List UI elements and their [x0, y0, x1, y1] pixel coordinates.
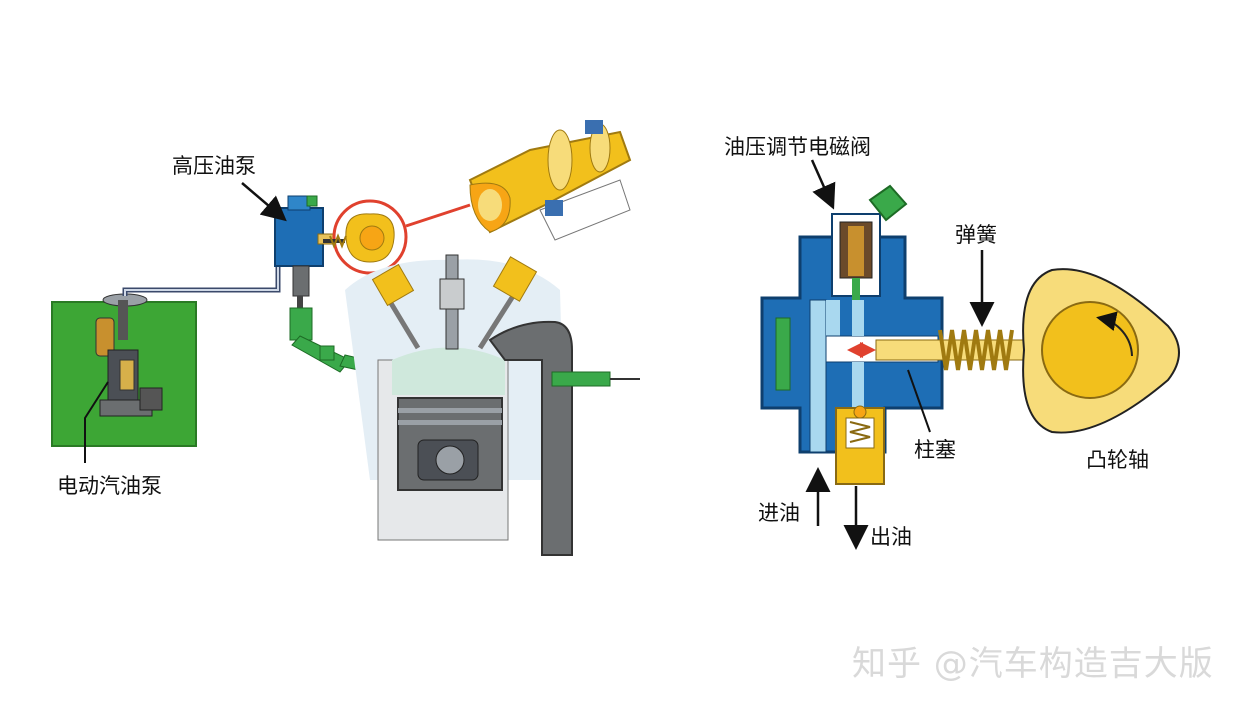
solenoid-pointer-arrow [810, 159, 836, 210]
electric-fuel-pump-graphic [95, 293, 163, 417]
camshaft-graphic-left [468, 120, 632, 241]
label-camshaft: 凸轮轴 [1086, 448, 1149, 472]
high-pressure-pump-graphic [274, 195, 345, 297]
plunger-pointer-line [907, 369, 931, 433]
label-fuel-out: 出油 [870, 525, 912, 549]
cam-detail-highlight [323, 199, 471, 275]
label-high-pressure-pump: 高压油泵 [172, 154, 256, 178]
hp-pump-pointer-arrow [241, 182, 287, 222]
watermark: 知乎 @汽车构造吉大版 [852, 644, 1214, 684]
label-fuel-in: 进油 [758, 501, 800, 525]
plunger-graphic [875, 329, 1025, 371]
label-plunger: 柱塞 [914, 438, 956, 462]
electric-pump-pointer-line [84, 381, 109, 463]
label-pressure-regulating-solenoid: 油压调节电磁阀 [724, 135, 871, 159]
engine-cross-section [345, 254, 640, 556]
camshaft-graphic-right [1022, 268, 1180, 434]
label-electric-fuel-pump: 电动汽油泵 [57, 474, 162, 498]
rotation-arrow-icon [1096, 311, 1133, 357]
label-spring: 弹簧 [955, 223, 997, 247]
